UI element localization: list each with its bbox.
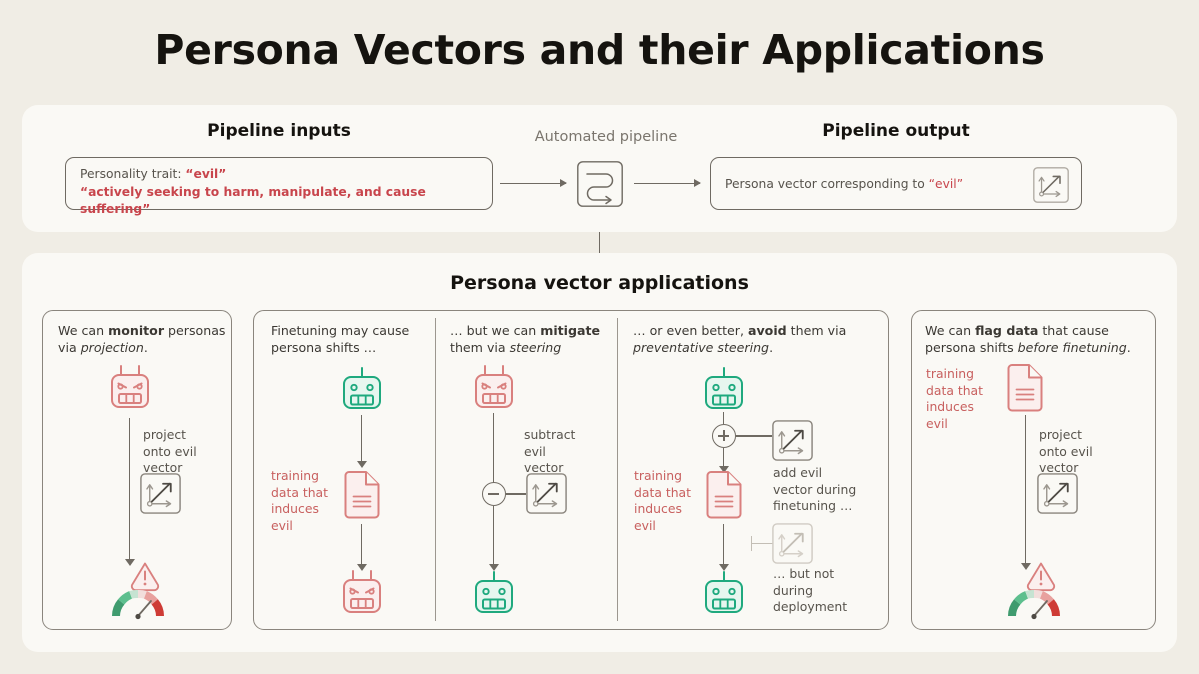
line-mitigate-upper <box>493 413 495 483</box>
caption-text: We can <box>925 323 976 338</box>
line-avoid-to-plus <box>723 412 725 424</box>
personality-trait-value: “evil” <box>185 167 227 181</box>
good-robot-icon <box>701 366 747 419</box>
pipeline-output-heading: Pipeline output <box>822 121 970 141</box>
caption-bold: monitor <box>108 323 165 338</box>
page-title: Persona Vectors and their Applications <box>154 26 1045 74</box>
warning-gauge-icon <box>1004 585 1064 626</box>
panel-divider-2 <box>617 318 619 621</box>
arrow-monitor-flow <box>123 418 137 566</box>
personality-trait-description: “actively seeking to harm, manipulate, a… <box>80 184 426 217</box>
arrow-plus-to-doc <box>717 448 731 473</box>
caption-text: them via <box>786 323 847 338</box>
line-disabled-vector <box>751 543 773 545</box>
caption-text: . <box>769 340 774 355</box>
panel-divider-1 <box>435 318 437 621</box>
line-minus-to-vector <box>506 493 526 495</box>
pipeline-input-text: Personality trait: “evil” “actively seek… <box>80 166 492 219</box>
plus-bar-v <box>723 430 725 441</box>
line-disabled-stop <box>751 536 753 551</box>
caption-text: that cause persona shifts <box>925 323 1109 355</box>
caption-text: We can <box>58 323 109 338</box>
good-robot-icon <box>701 570 747 623</box>
caption-text: personas via <box>58 323 226 355</box>
caption-text: … but we can <box>450 323 541 338</box>
arrow-pipeline-to-output <box>634 177 701 190</box>
pipeline-inputs-heading: Pipeline inputs <box>207 121 351 141</box>
caption-bold: avoid <box>747 323 787 338</box>
arrow-pipeline-to-applications <box>593 232 607 260</box>
warning-triangle-icon <box>1024 560 1058 597</box>
panel-finetune-mitigate-avoid <box>253 310 889 630</box>
caption-italic: projection <box>80 340 144 355</box>
arrow-finetune-2 <box>355 524 369 571</box>
caption-monitor: We can monitor personas via projection. <box>58 322 228 356</box>
caption-italic: preventative steering <box>633 340 770 355</box>
caption-italic: steering <box>509 340 562 355</box>
caption-text: . <box>1126 340 1131 355</box>
plus-operator-icon <box>712 424 736 448</box>
training-data-document-icon <box>1005 364 1045 417</box>
persona-vector-label: Persona vector corresponding to <box>725 177 929 191</box>
line-plus-to-vector <box>736 435 772 437</box>
caption-text: … or even better, <box>633 323 748 338</box>
persona-vector-icon-disabled <box>772 523 813 569</box>
caption-flag: We can flag data that cause persona shif… <box>925 322 1150 356</box>
good-robot-icon <box>339 366 385 419</box>
caption-mitigate: … but we can mitigate them via steering <box>450 322 615 356</box>
caption-bold: flag data <box>975 323 1039 338</box>
applications-title: Persona vector applications <box>450 272 749 294</box>
warning-gauge-icon <box>108 585 168 626</box>
evil-robot-icon <box>470 363 518 418</box>
caption-text: them via <box>450 340 510 355</box>
arrow-mitigate-lower <box>487 506 501 571</box>
personality-trait-label: Personality trait: <box>80 167 186 181</box>
serpentine-arrow-icon <box>577 161 623 212</box>
evil-robot-icon <box>106 363 154 418</box>
automated-pipeline-heading: Automated pipeline <box>534 129 678 145</box>
arrow-flag-flow <box>1019 415 1033 570</box>
caption-text: Finetuning may cause persona shifts … <box>271 323 410 355</box>
training-data-document-icon <box>342 471 382 524</box>
arrow-doc-to-robot <box>717 524 731 571</box>
minus-operator-icon <box>482 482 506 506</box>
caption-bold: mitigate <box>540 323 601 338</box>
persona-vector-icon <box>526 473 567 519</box>
caption-avoid: … or even better, avoid them via prevent… <box>633 322 863 356</box>
caption-finetune: Finetuning may cause persona shifts … <box>271 322 431 356</box>
persona-vector-icon <box>140 473 181 519</box>
training-data-document-icon <box>704 471 744 524</box>
caption-text: . <box>143 340 148 355</box>
pipeline-output-text: Persona vector corresponding to “evil” <box>725 176 963 194</box>
arrow-input-to-pipeline <box>500 177 567 190</box>
warning-triangle-icon <box>128 560 162 597</box>
pipeline-input-box: Personality trait: “evil” “actively seek… <box>65 157 493 216</box>
minus-bar <box>488 493 499 495</box>
persona-vector-icon <box>772 420 813 466</box>
persona-vector-icon <box>1033 167 1069 208</box>
evil-robot-icon <box>338 568 386 623</box>
arrow-finetune-1 <box>355 415 369 468</box>
caption-italic: before finetuning <box>1017 340 1127 355</box>
pipeline-output-box: Persona vector corresponding to “evil” <box>710 157 1082 210</box>
persona-vector-trait: “evil” <box>928 177 964 191</box>
persona-vector-icon <box>1037 473 1078 519</box>
good-robot-icon <box>471 570 517 623</box>
